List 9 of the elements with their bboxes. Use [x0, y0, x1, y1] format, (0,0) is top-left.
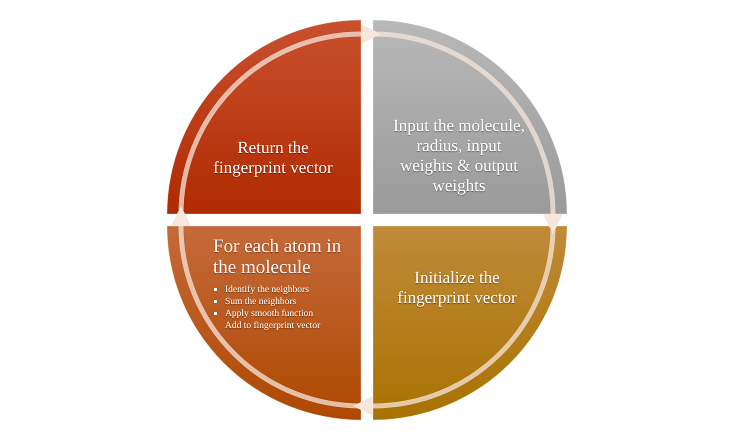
- cycle-arrow: [178, 24, 381, 214]
- step-heading: For each atom in the molecule: [213, 236, 342, 278]
- bullet-item: Apply smooth function: [225, 309, 314, 319]
- bullet-item: Sum the neighbors: [225, 297, 296, 307]
- bullet-item: Add to fingerprint vector: [224, 320, 322, 332]
- bullet-item: Identify the neighbors: [225, 285, 309, 295]
- step-label: Return the fingerprint vector: [212, 138, 334, 178]
- step-label: Input the molecule, radius, input weights & output weights: [392, 116, 526, 196]
- step-label: Initialize the fingerprint vector: [396, 268, 518, 308]
